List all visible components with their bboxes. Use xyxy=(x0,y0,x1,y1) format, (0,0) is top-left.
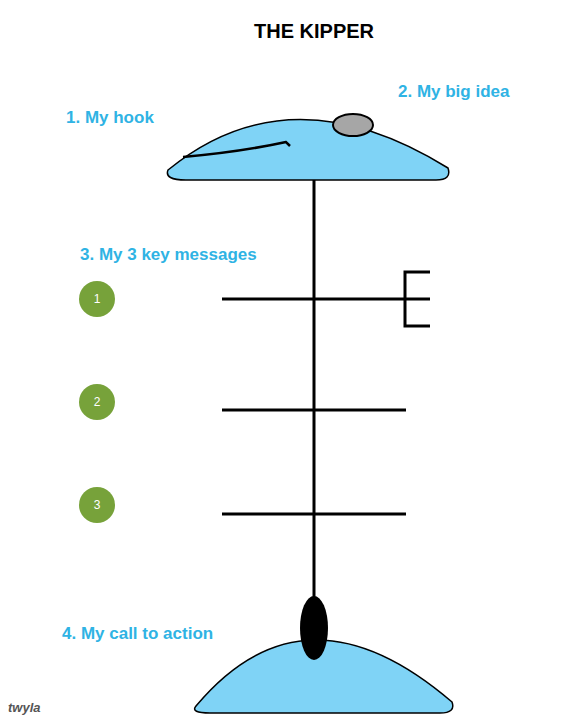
section-label: 3. My 3 key messages xyxy=(80,245,257,265)
rib xyxy=(222,298,406,301)
section-label: 2. My big idea xyxy=(398,82,509,102)
section-label: 4. My call to action xyxy=(62,624,213,644)
fish-eye xyxy=(333,114,373,136)
fish-head xyxy=(167,119,448,180)
section-label: 1. My hook xyxy=(66,108,154,128)
callout-number: 3 xyxy=(94,498,101,512)
rib xyxy=(222,409,406,412)
rib xyxy=(222,513,406,516)
diagram-title: THE KIPPER xyxy=(254,20,374,43)
number-circle: 2 xyxy=(79,384,115,420)
tail-knot xyxy=(300,596,328,660)
fork-bracket xyxy=(405,272,430,326)
number-circle: 1 xyxy=(79,281,115,317)
brand-logo: twyla xyxy=(8,700,41,715)
callout-number: 1 xyxy=(94,292,101,306)
spine xyxy=(313,178,316,610)
callout-number: 2 xyxy=(94,395,101,409)
fish-mouth xyxy=(183,142,290,157)
number-circle: 3 xyxy=(79,487,115,523)
